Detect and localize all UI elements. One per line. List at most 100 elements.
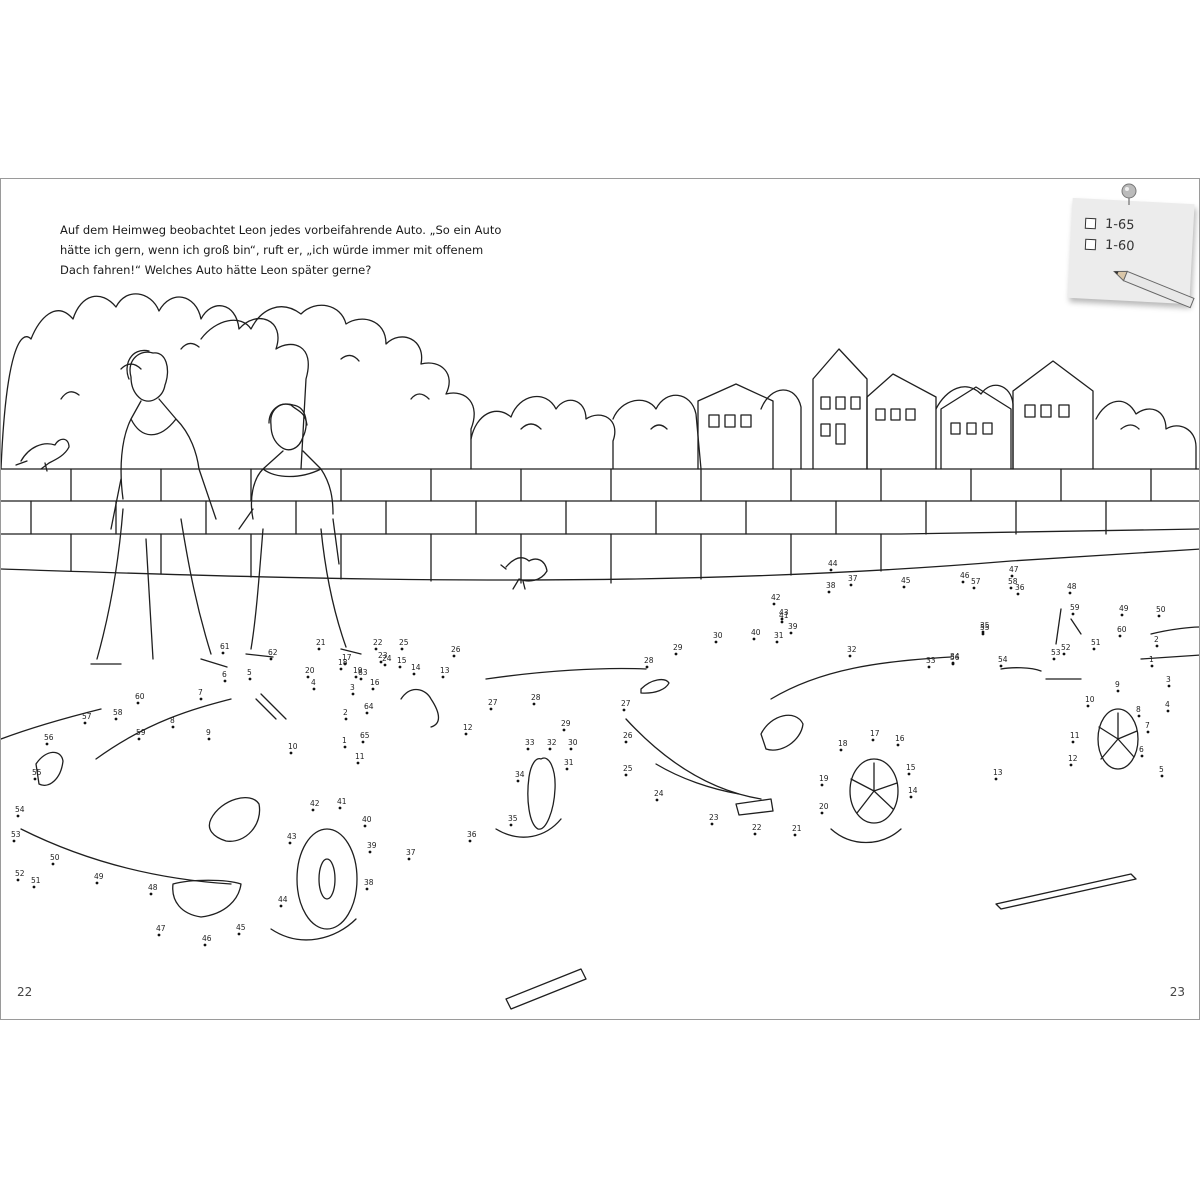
bird-on-wall bbox=[15, 438, 70, 472]
left-car-dot bbox=[51, 862, 55, 866]
left-car-dot bbox=[398, 665, 402, 669]
left-car-dot-number: 41 bbox=[337, 797, 347, 806]
left-car-dot bbox=[365, 711, 369, 715]
left-car-dot bbox=[32, 885, 36, 889]
left-car-dot bbox=[468, 839, 472, 843]
checklist-label: 1-60 bbox=[1104, 237, 1135, 255]
left-car-dot-number: 44 bbox=[278, 895, 288, 904]
left-car-dot bbox=[368, 850, 372, 854]
left-car-dot bbox=[374, 647, 378, 651]
left-car-dot bbox=[371, 687, 375, 691]
middle-car-dot-number: 9 bbox=[1115, 680, 1120, 689]
story-text: Auf dem Heimweg beobachtet Leon jedes vo… bbox=[60, 220, 505, 280]
story-line: Dach fahren!“ Welches Auto hätte Leon sp… bbox=[60, 263, 372, 277]
left-car-dot bbox=[149, 892, 153, 896]
middle-car-dot-number: 52 bbox=[1061, 643, 1071, 652]
middle-car-dot-number: 55 bbox=[980, 623, 990, 632]
checklist-label: 1-65 bbox=[1104, 216, 1135, 234]
left-car-dot-number: 18 bbox=[338, 658, 348, 667]
checkbox-icon[interactable] bbox=[1084, 238, 1097, 251]
left-car-dot-number: 56 bbox=[44, 733, 54, 742]
middle-car-dot bbox=[1069, 763, 1073, 767]
middle-car-dot bbox=[1116, 689, 1120, 693]
middle-car-dot-number: 38 bbox=[826, 581, 836, 590]
left-car-dot-number: 17 bbox=[342, 653, 352, 662]
middle-car-dot bbox=[674, 652, 678, 656]
middle-car-dot-number: 14 bbox=[908, 786, 918, 795]
left-car-dot-number: 9 bbox=[206, 728, 211, 737]
left-car-dot-number: 65 bbox=[360, 731, 370, 740]
middle-car-dot bbox=[1120, 613, 1124, 617]
boy-walking bbox=[238, 403, 362, 658]
middle-car-dot-number: 22 bbox=[752, 823, 762, 832]
left-car-dot-number: 60 bbox=[135, 692, 145, 701]
checklist-item[interactable]: 1-60 bbox=[1084, 237, 1135, 255]
middle-car-dot-number: 39 bbox=[788, 622, 798, 631]
middle-car-dot bbox=[1071, 612, 1075, 616]
left-car-dot-number: 1 bbox=[342, 736, 347, 745]
middle-car-dot bbox=[622, 708, 626, 712]
middle-car-dot bbox=[1160, 774, 1164, 778]
middle-car-dot-number: 23 bbox=[709, 813, 719, 822]
left-car-dot bbox=[354, 675, 358, 679]
middle-car-dot-number: 35 bbox=[980, 621, 990, 630]
left-car-dot-number: 36 bbox=[467, 830, 477, 839]
left-car-dot bbox=[464, 732, 468, 736]
left-car-dot-number: 52 bbox=[15, 869, 25, 878]
middle-car-dot bbox=[848, 654, 852, 658]
middle-car-dot-number: 18 bbox=[838, 739, 848, 748]
middle-car-dot-number: 10 bbox=[1085, 695, 1095, 704]
middle-car-dot-number: 12 bbox=[1068, 754, 1078, 763]
left-car-dot-number: 40 bbox=[362, 815, 372, 824]
left-car-dot-number: 4 bbox=[311, 678, 316, 687]
middle-car-dot-number: 45 bbox=[901, 576, 911, 585]
left-car-dot-number: 16 bbox=[370, 678, 380, 687]
left-car-dot bbox=[412, 672, 416, 676]
left-car-dot-number: 61 bbox=[220, 642, 230, 651]
left-car-dot-number: 48 bbox=[148, 883, 158, 892]
middle-car-dot-number: 54 bbox=[998, 655, 1008, 664]
middle-car-dot-number: 19 bbox=[819, 774, 829, 783]
left-car-dot bbox=[339, 667, 343, 671]
story-line: Auf dem Heimweg beobachtet Leon jedes vo… bbox=[60, 223, 502, 237]
left-car-dot bbox=[279, 904, 283, 908]
middle-car-dot bbox=[1146, 730, 1150, 734]
street-scene-illustration: 1234567891011121314151617181920212223242… bbox=[1, 293, 1199, 1010]
left-car-dot-number: 62 bbox=[268, 648, 278, 657]
left-car-dot bbox=[157, 933, 161, 937]
left-car-dot-number: 45 bbox=[236, 923, 246, 932]
middle-car-dot bbox=[1166, 709, 1170, 713]
middle-car-dot bbox=[820, 783, 824, 787]
checkbox-icon[interactable] bbox=[1084, 217, 1097, 230]
left-car-dot bbox=[343, 745, 347, 749]
left-car-dot-number: 28 bbox=[531, 693, 541, 702]
page-number-left: 22 bbox=[17, 985, 33, 999]
left-car-dot bbox=[452, 654, 456, 658]
left-car-dot-number: 46 bbox=[202, 934, 212, 943]
pushpin-icon bbox=[1121, 183, 1137, 205]
left-car-dot-number: 24 bbox=[382, 654, 392, 663]
left-car-dot-number: 43 bbox=[287, 832, 297, 841]
middle-car-dot bbox=[972, 586, 976, 590]
left-car-dot-number: 12 bbox=[463, 723, 473, 732]
middle-car-dot-number: 53 bbox=[1051, 648, 1061, 657]
middle-car-dot bbox=[1068, 591, 1072, 595]
left-car-dot-number: 57 bbox=[82, 712, 92, 721]
left-car-dot bbox=[338, 806, 342, 810]
middle-car-dot bbox=[839, 748, 843, 752]
middle-car-dot-number: 56 bbox=[950, 653, 960, 662]
middle-car-dot bbox=[1150, 664, 1154, 668]
checklist-item[interactable]: 1-65 bbox=[1084, 216, 1135, 234]
left-car-dot-number: 39 bbox=[367, 841, 377, 850]
middle-car-dot bbox=[820, 811, 824, 815]
middle-car-dot bbox=[1155, 644, 1159, 648]
left-car-dot-number: 63 bbox=[358, 668, 368, 677]
left-car-dot bbox=[365, 887, 369, 891]
middle-car-dot bbox=[793, 833, 797, 837]
left-car-dot bbox=[562, 728, 566, 732]
man-walking bbox=[90, 349, 228, 668]
left-car-dot bbox=[306, 675, 310, 679]
middle-car-dot bbox=[829, 568, 833, 572]
